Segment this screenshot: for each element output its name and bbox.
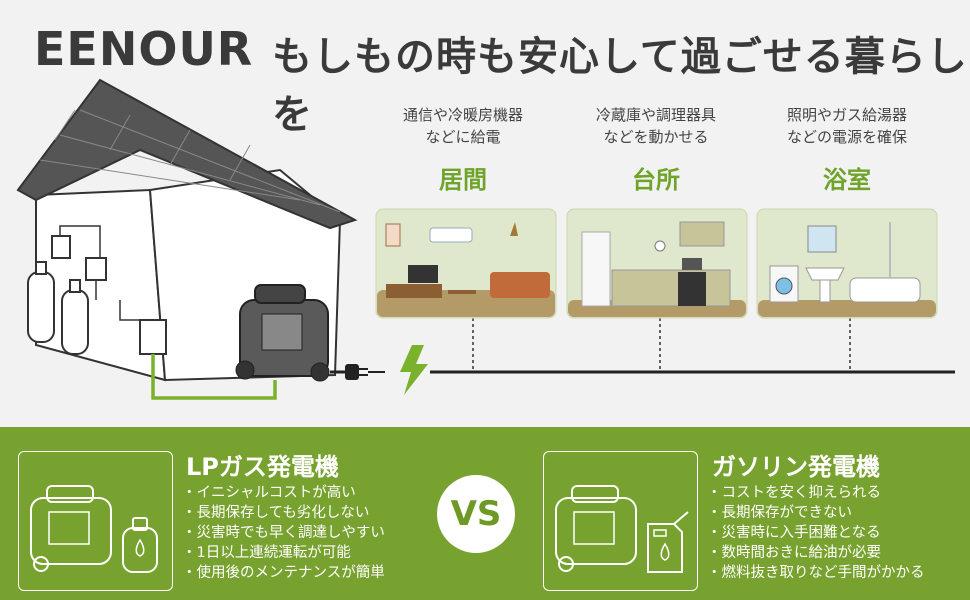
list-item: 燃料抜き取りなど手間がかかる xyxy=(707,563,925,583)
brand-logo: EENOUR xyxy=(34,22,254,76)
list-item: 数時間おきに給油が必要 xyxy=(707,543,925,563)
gasoline-generator-card xyxy=(543,451,698,591)
room-desc-bathroom: 照明やガス給湯器 などの電源を確保 xyxy=(757,104,937,148)
gas-cylinder-icon xyxy=(61,279,89,355)
list-item: コストを安く抑えられる xyxy=(707,483,925,503)
fuel-can-icon xyxy=(647,511,689,573)
comparison-section: LPガス発電機 イニシャルコストが高い 長期保存しても劣化しない 災害時でも早く… xyxy=(0,427,970,600)
generator-icon xyxy=(235,284,330,382)
gas-cylinder-icon xyxy=(122,517,158,573)
room-desc-line: 照明やガス給湯器 xyxy=(786,106,907,124)
room-desc-line: などの電源を確保 xyxy=(786,128,907,146)
list-item: 使用後のメンテナンスが簡単 xyxy=(182,563,385,583)
room-desc-line: 冷蔵庫や調理器具 xyxy=(595,106,716,124)
gasoline-feature-list: コストを安く抑えられる 長期保存ができない 災害時に入手困難となる 数時間おきに… xyxy=(707,483,925,583)
vs-badge: VS xyxy=(437,475,515,553)
headline: もしもの時も安心して過ごせる暮らしを xyxy=(272,34,968,138)
list-item: 長期保存ができない xyxy=(707,503,925,523)
gasoline-generator-title: ガソリン発電機 xyxy=(712,453,880,481)
house-scene-illustration xyxy=(16,78,955,400)
lp-feature-list: イニシャルコストが高い 長期保存しても劣化しない 災害時でも早く調達しやすい 1… xyxy=(182,483,385,583)
bathroom-illustration xyxy=(756,208,938,319)
list-item: 災害時に入手困難となる xyxy=(707,523,925,543)
room-desc-line: などに給電 xyxy=(425,128,501,146)
top-section: EENOUR もしもの時も安心して過ごせる暮らしを xyxy=(16,22,968,400)
living-room-illustration xyxy=(375,208,557,319)
lightning-icon xyxy=(400,345,428,395)
room-desc-line: 通信や冷暖房機器 xyxy=(402,106,523,124)
gasoline-generator-illustration xyxy=(555,485,689,573)
wiring xyxy=(59,225,142,321)
plug-icon xyxy=(345,364,359,380)
room-name-kitchen: 台所 xyxy=(632,166,680,194)
list-item: イニシャルコストが高い xyxy=(182,483,385,503)
room-desc-living: 通信や冷暖房機器 などに給電 xyxy=(373,104,553,148)
kitchen-illustration xyxy=(566,208,748,319)
power-cable xyxy=(151,354,277,400)
meter-box-icon xyxy=(51,235,71,259)
lp-generator-illustration xyxy=(30,485,158,573)
list-item: 1日以上連続運転が可能 xyxy=(182,543,385,563)
lp-generator-title: LPガス発電機 xyxy=(186,453,339,481)
house-roof xyxy=(16,78,358,230)
room-name-living: 居間 xyxy=(439,166,487,194)
lp-generator-card xyxy=(18,451,173,591)
breaker-panel-icon xyxy=(139,319,167,355)
list-item: 長期保存しても劣化しない xyxy=(182,503,385,523)
room-desc-line: などを動かせる xyxy=(603,128,709,146)
room-desc-kitchen: 冷蔵庫や調理器具 などを動かせる xyxy=(566,104,746,148)
gas-cylinder-icon xyxy=(27,261,55,343)
room-name-bathroom: 浴室 xyxy=(823,166,871,194)
list-item: 災害時でも早く調達しやすい xyxy=(182,523,385,543)
meter-box-icon xyxy=(85,257,107,281)
